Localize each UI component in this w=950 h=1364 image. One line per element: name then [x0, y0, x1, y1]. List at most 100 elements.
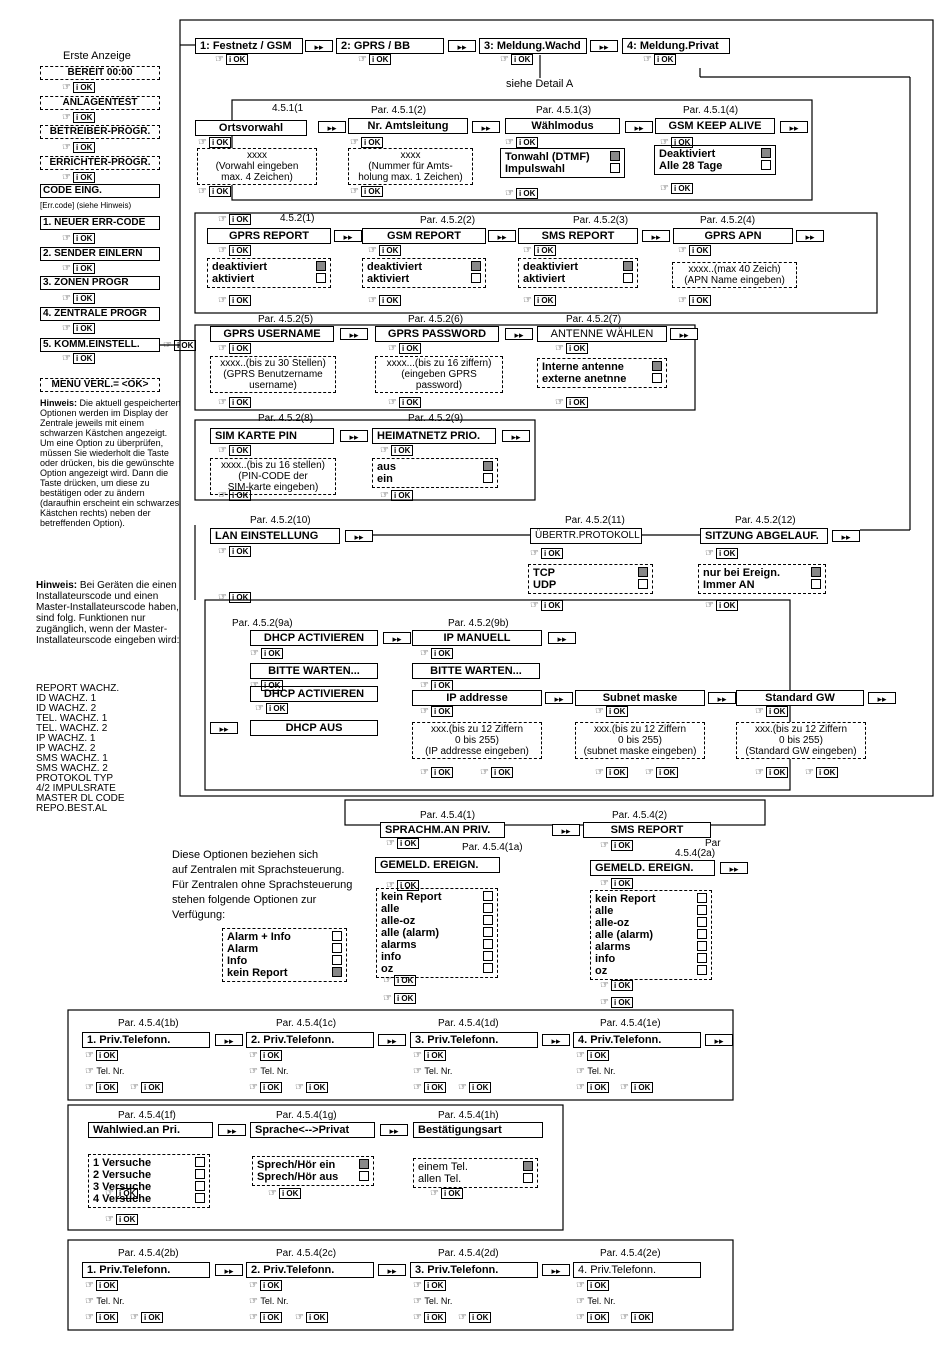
next-button[interactable]: ▸▸ — [210, 722, 238, 734]
ok-key[interactable]: ☞i OK — [576, 1280, 610, 1291]
ok-key[interactable]: ☞i OK — [249, 1050, 283, 1061]
ok-key[interactable]: ☞i OK — [198, 186, 232, 197]
ok-key[interactable]: ☞i OK — [420, 648, 454, 659]
next-button[interactable]: ▸▸ — [708, 692, 736, 704]
next-button[interactable]: ▸▸ — [488, 230, 516, 242]
ok-key[interactable]: ☞i OK — [523, 245, 557, 256]
option-row[interactable]: aus — [377, 461, 493, 473]
option-row[interactable]: ein — [377, 473, 493, 485]
option-row[interactable]: oz — [595, 965, 707, 977]
option-row[interactable]: Sprech/Hör ein — [257, 1159, 369, 1171]
next-button[interactable]: ▸▸ — [868, 692, 896, 704]
next-button[interactable]: ▸▸ — [720, 862, 748, 874]
ok-key[interactable]: ☞i OK — [530, 600, 564, 611]
option-row[interactable]: aktiviert — [212, 273, 326, 285]
ok-key[interactable]: ☞i OK — [350, 186, 384, 197]
option-row[interactable]: alle (alarm) — [381, 927, 493, 939]
ok-key[interactable]: ☞i OK — [130, 1312, 164, 1323]
ok-key[interactable]: ☞i OK — [620, 1082, 654, 1093]
ok-key[interactable]: ☞i OK — [383, 993, 417, 1004]
ok-key[interactable]: ☞i OK — [350, 137, 384, 148]
option-row[interactable]: alarms — [595, 941, 707, 953]
next-button[interactable]: ▸▸ — [334, 230, 362, 242]
ok-key[interactable]: ☞i OK — [505, 137, 539, 148]
ok-key[interactable]: ☞i OK — [805, 767, 839, 778]
ok-key[interactable]: ☞i OK — [218, 343, 252, 354]
ok-key[interactable]: ☞i OK — [368, 295, 402, 306]
ok-key[interactable]: ☞i OK — [413, 1312, 447, 1323]
ok-key[interactable]: ☞i OK — [523, 295, 557, 306]
ok-key[interactable]: ☞i OK — [218, 546, 252, 557]
ok-key[interactable]: ☞i OK — [420, 767, 454, 778]
ok-key[interactable]: ☞i OK — [295, 1312, 329, 1323]
ok-key[interactable]: ☞i OK — [249, 1312, 283, 1323]
next-button[interactable]: ▸▸ — [340, 328, 368, 340]
option-row[interactable]: UDP — [533, 579, 648, 591]
option-row[interactable]: oz — [381, 963, 493, 975]
next-button[interactable]: ▸▸ — [542, 1034, 570, 1046]
ok-key[interactable]: ☞i OK — [576, 1050, 610, 1061]
ok-key[interactable]: ☞i OK — [62, 82, 96, 93]
ok-key[interactable]: ☞i OK — [755, 767, 789, 778]
ok-key[interactable]: ☞i OK — [380, 445, 414, 456]
ok-key[interactable]: ☞i OK — [105, 1214, 139, 1225]
option-row[interactable]: alle — [595, 905, 707, 917]
ok-key[interactable]: ☞i OK — [250, 680, 284, 691]
option-row[interactable]: alle-oz — [381, 915, 493, 927]
ok-key[interactable]: ☞i OK — [62, 112, 96, 123]
ok-key[interactable]: ☞i OK — [85, 1082, 119, 1093]
ok-key[interactable]: ☞i OK — [595, 767, 629, 778]
ok-key[interactable]: ☞i OK — [386, 880, 420, 891]
ok-key[interactable]: ☞i OK — [218, 445, 252, 456]
option-row[interactable]: aktiviert — [367, 273, 481, 285]
ok-key[interactable]: ☞i OK — [215, 54, 249, 65]
next-button[interactable]: ▸▸ — [378, 1034, 406, 1046]
next-button[interactable]: ▸▸ — [796, 230, 824, 242]
ok-key[interactable]: ☞i OK — [218, 592, 252, 603]
option-row[interactable]: info — [381, 951, 493, 963]
next-button[interactable]: ▸▸ — [545, 692, 573, 704]
ok-key[interactable]: ☞i OK — [249, 1280, 283, 1291]
ok-key[interactable]: ☞i OK — [600, 997, 634, 1008]
ok-key[interactable]: ☞i OK — [218, 397, 252, 408]
next-button[interactable]: ▸▸ — [642, 230, 670, 242]
ok-key[interactable]: ☞i OK — [218, 490, 252, 501]
ok-key[interactable]: ☞i OK — [430, 1188, 464, 1199]
ok-key[interactable]: ☞i OK — [600, 878, 634, 889]
ok-key[interactable]: ☞i OK — [383, 975, 417, 986]
next-button[interactable]: ▸▸ — [552, 824, 580, 836]
option-row[interactable]: Info — [227, 955, 342, 967]
ok-key[interactable]: ☞i OK — [130, 1082, 164, 1093]
ok-key[interactable]: ☞i OK — [358, 54, 392, 65]
ok-key[interactable]: ☞i OK — [249, 1082, 283, 1093]
option-row[interactable]: 3 Versuche — [93, 1181, 205, 1193]
option-row[interactable]: einem Tel. — [418, 1161, 533, 1173]
ok-key[interactable]: ☞i OK — [62, 233, 96, 244]
ok-key[interactable]: ☞i OK — [62, 172, 96, 183]
ok-key[interactable]: ☞i OK — [380, 490, 414, 501]
option-row[interactable]: aktiviert — [523, 273, 633, 285]
next-button[interactable]: ▸▸ — [505, 328, 533, 340]
ok-key[interactable]: ☞i OK — [645, 767, 679, 778]
ok-key[interactable]: ☞i OK — [705, 600, 739, 611]
ok-key[interactable]: ☞i OK — [85, 1312, 119, 1323]
option-row[interactable]: alarms — [381, 939, 493, 951]
ok-key[interactable]: ☞i OK — [678, 295, 712, 306]
next-button[interactable]: ▸▸ — [380, 1124, 408, 1136]
option-row[interactable]: deaktiviert — [367, 261, 481, 273]
option-row[interactable]: alle (alarm) — [595, 929, 707, 941]
ok-key[interactable]: ☞i OK — [660, 183, 694, 194]
ok-key[interactable]: ☞i OK — [62, 293, 96, 304]
ok-key[interactable]: ☞i OK — [576, 1082, 610, 1093]
option-row[interactable]: 4 Versuche — [93, 1193, 205, 1205]
ok-key[interactable]: ☞i OK — [413, 1280, 447, 1291]
ok-key[interactable]: ☞i OK — [576, 1312, 610, 1323]
ok-key[interactable]: ☞i OK — [386, 838, 420, 849]
ok-key[interactable]: ☞i OK — [163, 340, 197, 351]
ok-key[interactable]: ☞i OK — [105, 1188, 139, 1199]
ok-key[interactable]: ☞i OK — [250, 648, 284, 659]
ok-key[interactable]: ☞i OK — [218, 214, 252, 225]
next-button[interactable]: ▸▸ — [383, 632, 411, 644]
next-button[interactable]: ▸▸ — [548, 632, 576, 644]
option-row[interactable]: alle-oz — [595, 917, 707, 929]
